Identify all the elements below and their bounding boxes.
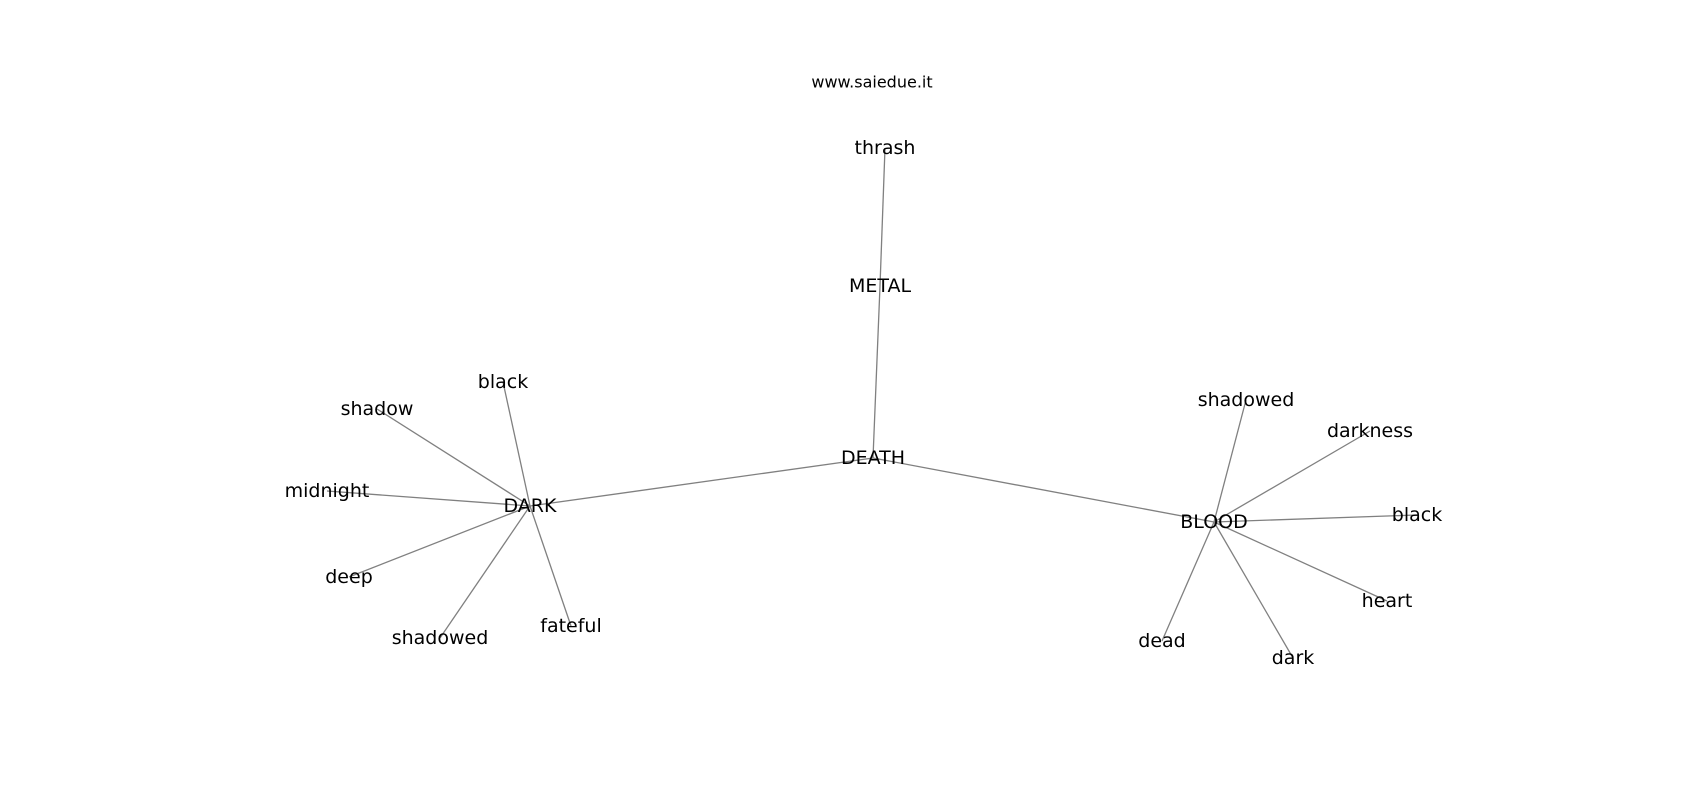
node-label-blood-darkness: darkness [1327, 420, 1413, 442]
node-label-dark-shadow: shadow [341, 398, 414, 420]
edge-dark-dark_deep [348, 505, 531, 578]
edge-blood-blood_heart [1213, 521, 1388, 602]
node-label-dark-black: black [478, 371, 528, 393]
node-label-blood-dark: dark [1272, 647, 1315, 669]
node-label-dark: DARK [504, 495, 557, 517]
edge-blood-blood_shadowed [1213, 399, 1247, 523]
node-label-death: DEATH [841, 447, 905, 469]
node-label-blood-heart: heart [1362, 590, 1413, 612]
node-label-thrash: thrash [855, 137, 916, 159]
edge-blood-blood_dark [1213, 521, 1294, 659]
edge-metal-death [872, 285, 881, 459]
node-label-dark-midnight: midnight [285, 480, 370, 502]
node-label-metal: METAL [849, 275, 912, 297]
node-label-blood-shadowed: shadowed [1198, 389, 1295, 411]
node-label-dark-fateful: fateful [540, 615, 601, 637]
edge-dark-dark_midnight [326, 490, 531, 507]
edges-layer [326, 147, 1418, 659]
edge-blood-blood_dead [1161, 521, 1215, 642]
node-label-dark-deep: deep [325, 566, 373, 588]
edge-dark-dark_shadow [376, 408, 531, 507]
edge-dark-dark_shadowed [439, 505, 531, 639]
edge-death-dark [529, 457, 874, 507]
edge-blood-blood_darkness [1213, 430, 1371, 523]
edge-death-blood [872, 457, 1215, 523]
node-label-dark-shadowed: shadowed [392, 627, 489, 649]
edge-thrash-metal [879, 147, 886, 287]
edge-dark-dark_black [502, 381, 531, 507]
edge-blood-blood_black [1213, 514, 1418, 523]
node-label-blood-black: black [1392, 504, 1442, 526]
edge-dark-dark_fateful [529, 505, 572, 627]
watermark-text: www.saiedue.it [811, 73, 932, 92]
node-label-blood: BLOOD [1180, 511, 1247, 533]
node-label-blood-dead: dead [1138, 630, 1185, 652]
